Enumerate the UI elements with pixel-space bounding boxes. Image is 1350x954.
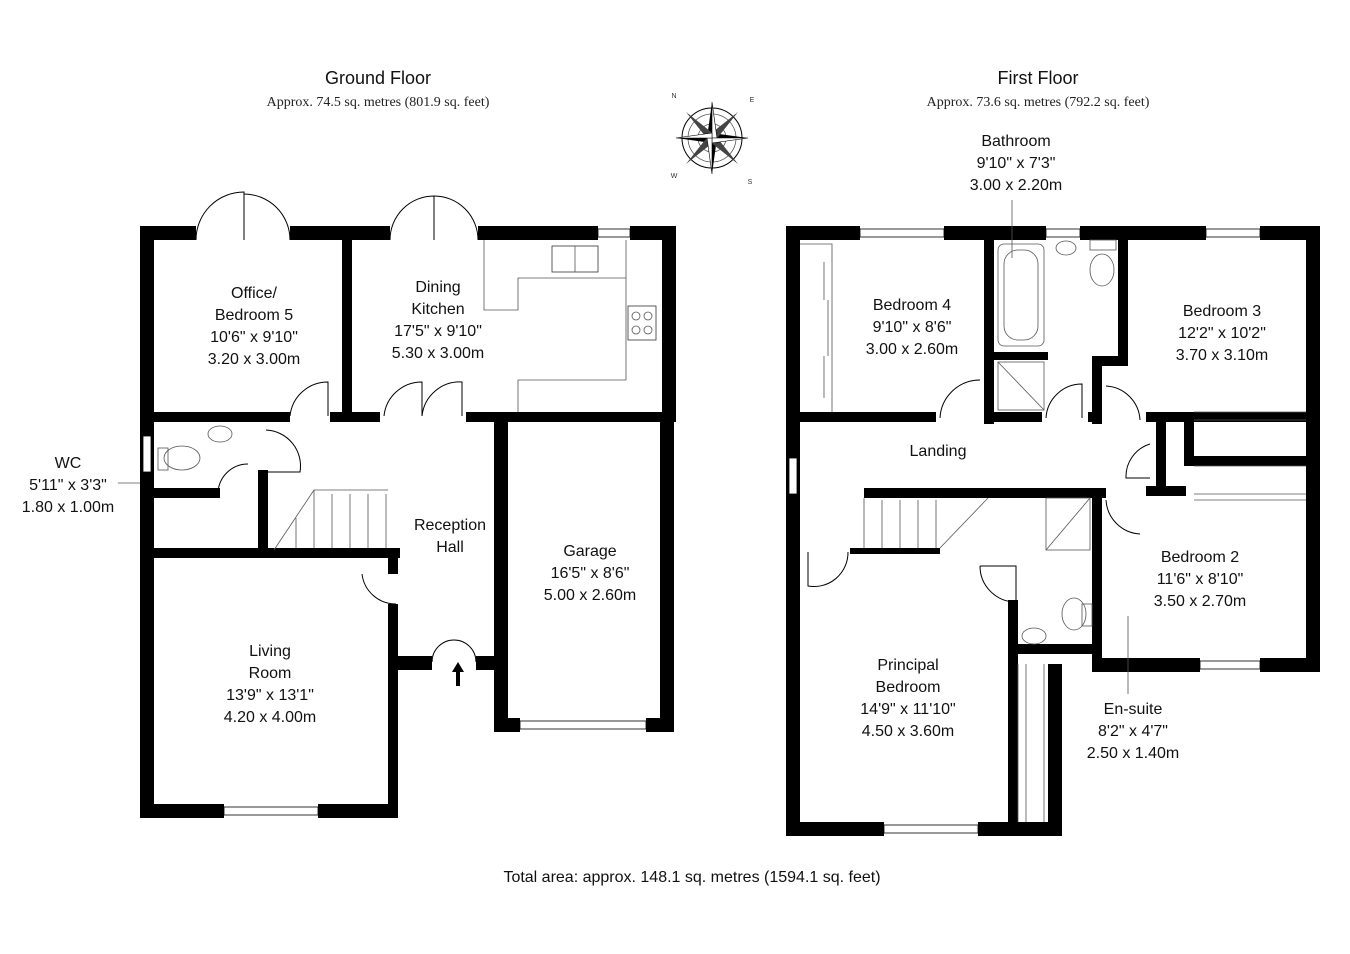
room-imperial-bedroom2: 11'6" x 8'10": [1157, 571, 1244, 588]
room-metric-bedroom2: 3.50 x 2.70m: [1154, 593, 1247, 610]
room-name-kitchen-1: Dining: [415, 279, 460, 296]
first-floor-walls: [786, 226, 1320, 836]
room-imperial-bathroom: 9'10" x 7'3": [977, 155, 1056, 172]
room-name-bedroom3: Bedroom 3: [1183, 303, 1261, 320]
room-imperial-bedroom3: 12'2" x 10'2": [1178, 325, 1266, 342]
room-metric-bedroom3: 3.70 x 3.10m: [1176, 347, 1269, 364]
room-imperial-ensuite: 8'2" x 4'7": [1098, 723, 1168, 740]
room-name-bedroom4: Bedroom 4: [873, 297, 951, 314]
compass-w: W: [671, 173, 678, 180]
room-name-wc: WC: [55, 455, 82, 472]
room-metric-principal: 4.50 x 3.60m: [862, 723, 955, 740]
ground-floor-area: Approx. 74.5 sq. metres (801.9 sq. feet): [267, 95, 490, 110]
room-name-kitchen-2: Kitchen: [411, 301, 464, 318]
room-imperial-office: 10'6" x 9'10": [210, 329, 298, 346]
compass-s: S: [748, 179, 753, 186]
room-name-garage: Garage: [563, 543, 616, 560]
room-imperial-principal: 14'9" x 11'10": [860, 701, 955, 718]
room-name-bedroom2: Bedroom 2: [1161, 549, 1239, 566]
total-area: Total area: approx. 148.1 sq. metres (15…: [503, 869, 880, 886]
compass-e: E: [750, 97, 755, 104]
room-imperial-wc: 5'11" x 3'3": [29, 477, 107, 494]
room-name-living-2: Room: [249, 665, 292, 682]
first-floor-title: First Floor: [998, 68, 1079, 88]
room-name-ensuite: En-suite: [1104, 701, 1163, 718]
room-imperial-living: 13'9" x 13'1": [226, 687, 314, 704]
room-metric-office: 3.20 x 3.00m: [208, 351, 301, 368]
ground-floor-walls: [140, 226, 676, 818]
room-imperial-bedroom4: 9'10" x 8'6": [873, 319, 952, 336]
room-imperial-kitchen: 17'5" x 9'10": [394, 323, 482, 340]
room-name-principal-1: Principal: [877, 657, 938, 674]
room-metric-living: 4.20 x 4.00m: [224, 709, 317, 726]
room-name-office-2: Bedroom 5: [215, 307, 293, 324]
compass-rose-icon: N E S W: [671, 93, 755, 186]
room-imperial-garage: 16'5" x 8'6": [551, 565, 630, 582]
room-metric-kitchen: 5.30 x 3.00m: [392, 345, 485, 362]
room-name-landing: Landing: [910, 443, 967, 460]
ground-floor-fixtures: [142, 191, 657, 816]
room-name-hall-2: Hall: [436, 539, 464, 556]
room-metric-garage: 5.00 x 2.60m: [544, 587, 637, 604]
room-metric-bedroom4: 3.00 x 2.60m: [866, 341, 959, 358]
ground-floor-labels: Office/ Bedroom 5 10'6" x 9'10" 3.20 x 3…: [22, 279, 637, 726]
ground-floor-title: Ground Floor: [325, 68, 431, 88]
entrance-arrow-icon: [452, 662, 464, 686]
first-floor-area: Approx. 73.6 sq. metres (792.2 sq. feet): [927, 95, 1150, 110]
room-name-bathroom: Bathroom: [981, 133, 1050, 150]
room-metric-ensuite: 2.50 x 1.40m: [1087, 745, 1180, 762]
compass-n: N: [671, 93, 676, 100]
room-metric-wc: 1.80 x 1.00m: [22, 499, 115, 516]
room-name-living-1: Living: [249, 643, 291, 660]
room-metric-bathroom: 3.00 x 2.20m: [970, 177, 1063, 194]
first-floor-fixtures: [788, 200, 1306, 834]
first-floor-labels: Bathroom 9'10" x 7'3" 3.00 x 2.20m Bedro…: [860, 133, 1268, 762]
room-name-office-1: Office/: [231, 285, 278, 302]
room-name-principal-2: Bedroom: [876, 679, 941, 696]
room-name-hall-1: Reception: [414, 517, 486, 534]
